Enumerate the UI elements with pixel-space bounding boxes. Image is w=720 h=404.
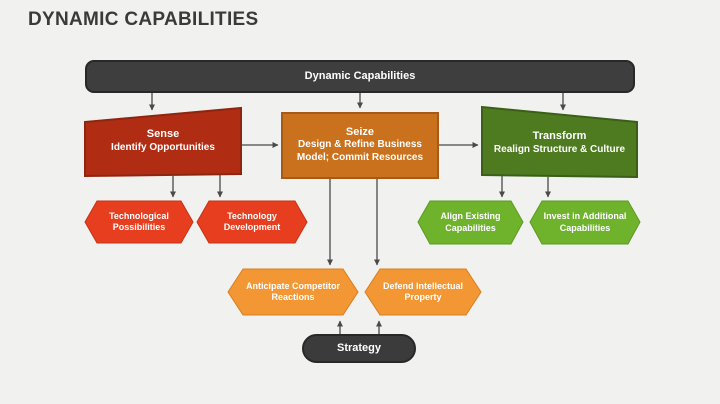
seize-box-shape <box>281 112 439 179</box>
hex-defend-intellectual-property-shape <box>364 268 482 316</box>
hex-anticipate-competitor-reactions-shape <box>227 268 359 316</box>
hex-invest-additional-capabilities-shape <box>529 200 641 245</box>
strategy-pill-shape <box>302 334 416 363</box>
hex-technological-possibilities-shape <box>84 200 194 244</box>
hex-align-existing-capabilities-shape <box>417 200 524 245</box>
connector-lines <box>149 92 566 334</box>
slide-title: DYNAMIC CAPABILITIES <box>28 9 259 30</box>
sense-box-shape <box>84 106 242 178</box>
transform-box-shape <box>481 105 638 179</box>
root-bar-shape <box>85 60 635 93</box>
hex-technology-development-shape <box>196 200 308 244</box>
